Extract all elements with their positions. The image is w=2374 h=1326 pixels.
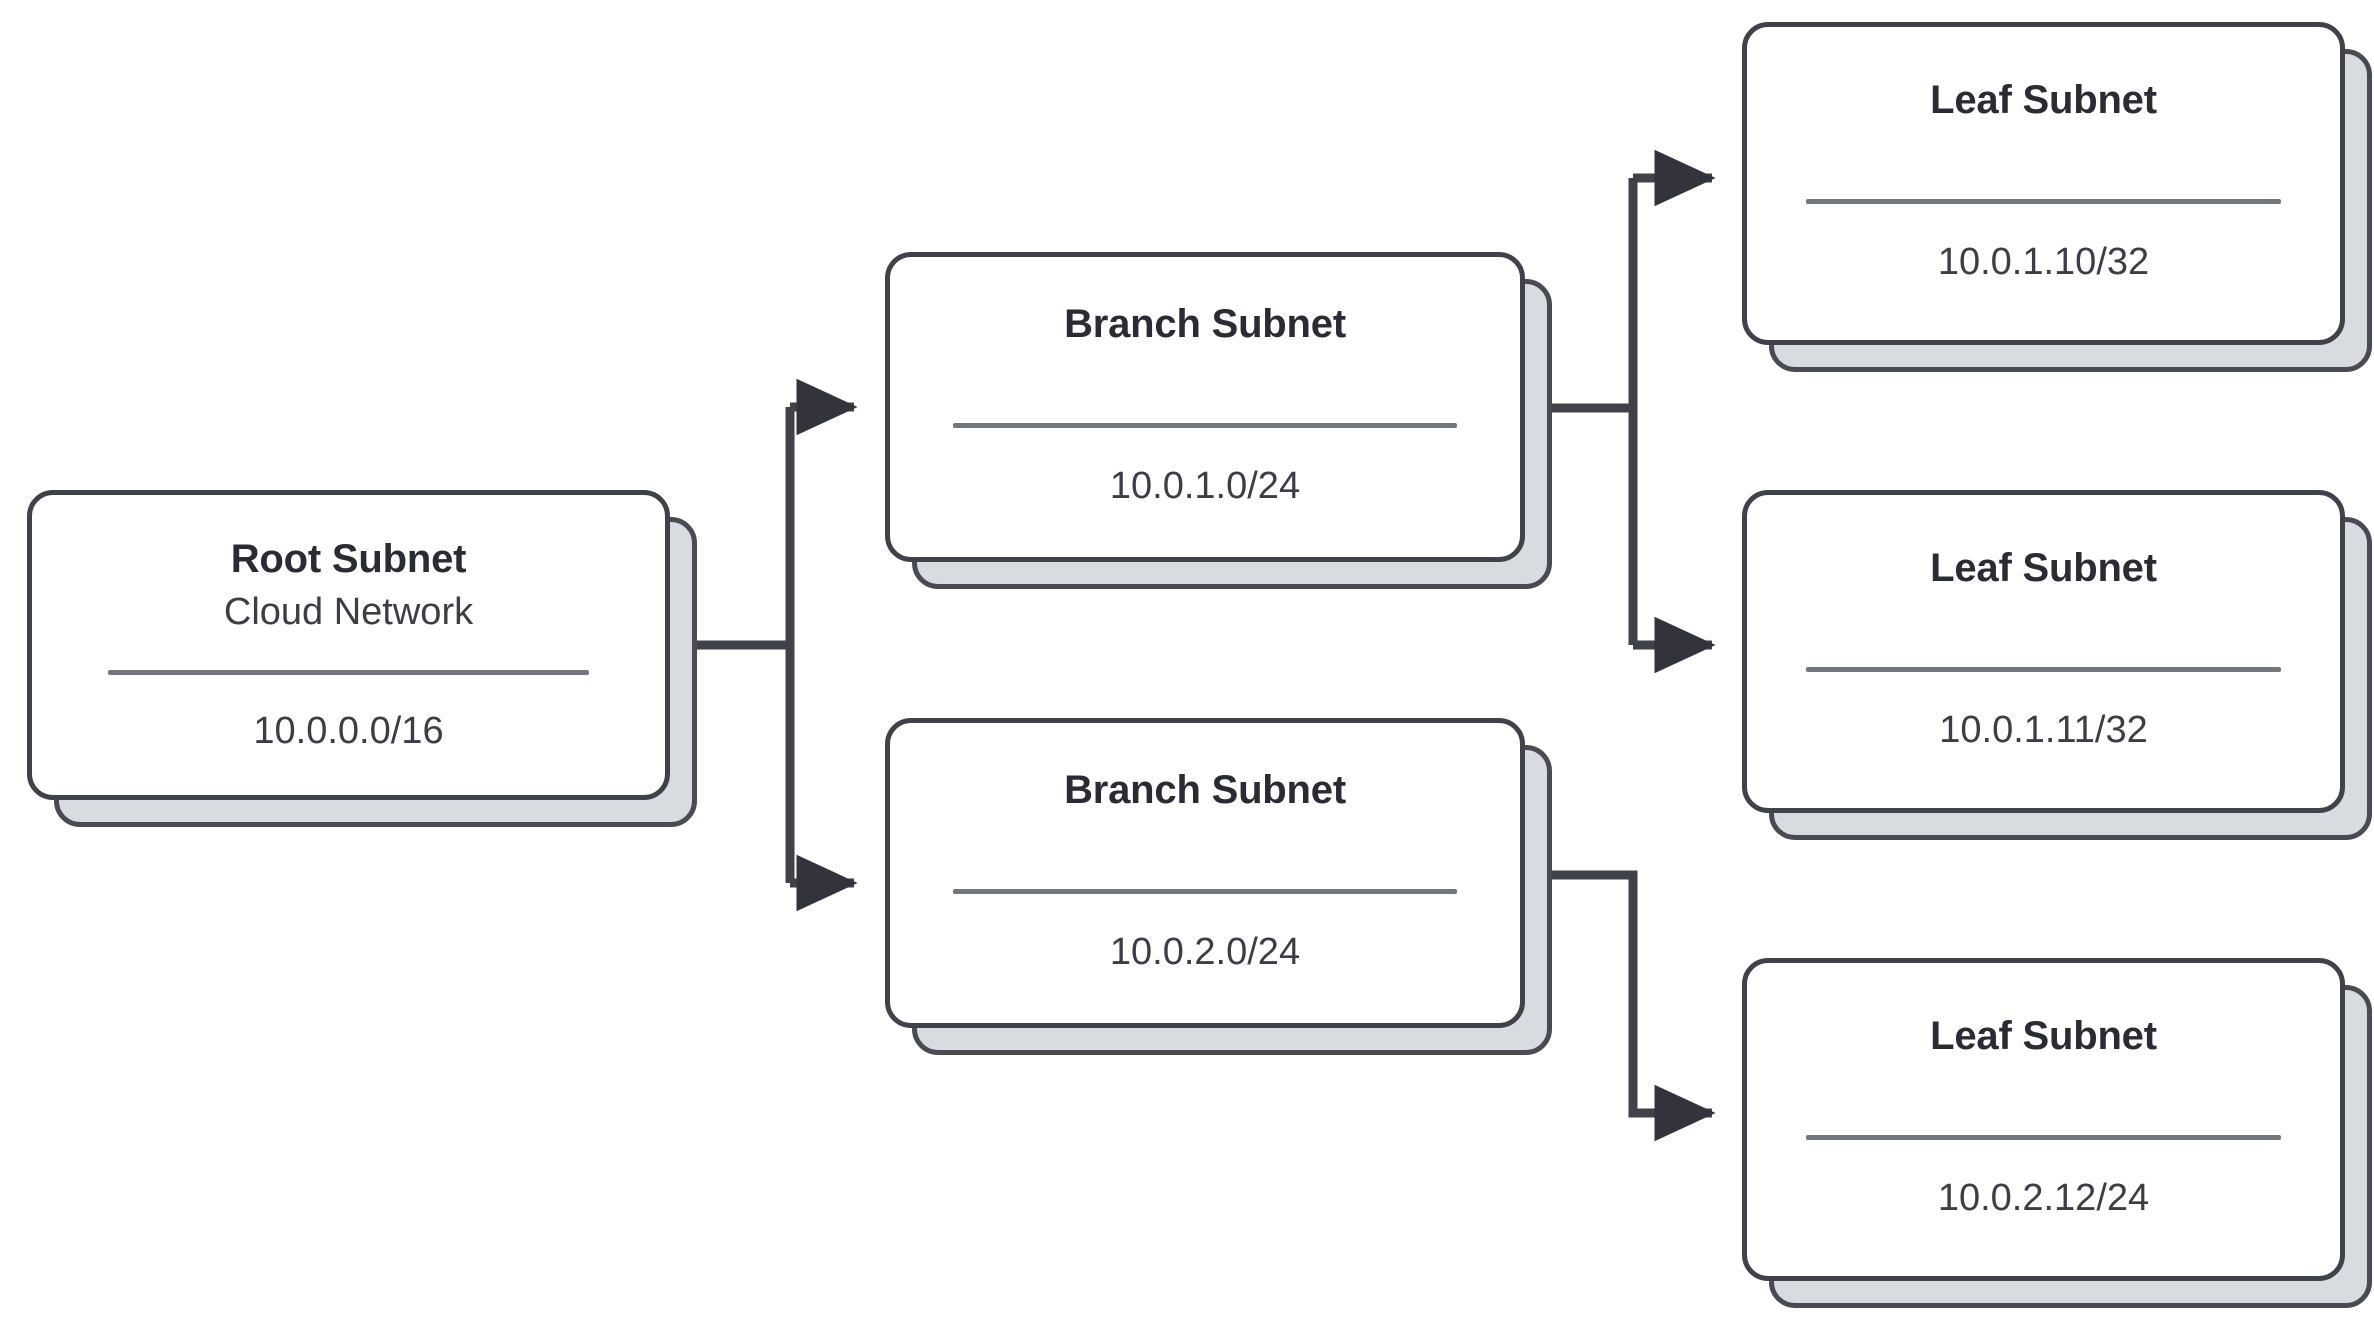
node-branch-subnet-2[interactable]: Branch Subnet 10.0.2.0/24 bbox=[885, 718, 1552, 1055]
node-cidr: 10.0.1.0/24 bbox=[1109, 464, 1301, 507]
node-leaf-subnet-1[interactable]: Leaf Subnet 10.0.1.10/32 bbox=[1742, 22, 2372, 372]
node-cidr: 10.0.0.0/16 bbox=[253, 709, 444, 752]
node-divider bbox=[1806, 1135, 2281, 1141]
card-face: Leaf Subnet 10.0.1.11/32 bbox=[1742, 490, 2345, 813]
node-divider bbox=[953, 888, 1457, 894]
node-title: Root Subnet bbox=[230, 536, 467, 581]
node-divider bbox=[953, 422, 1457, 428]
node-cidr: 10.0.1.11/32 bbox=[1939, 709, 2148, 752]
node-subtitle: Cloud Network bbox=[223, 590, 474, 633]
node-title: Leaf Subnet bbox=[1930, 546, 2157, 591]
node-title: Branch Subnet bbox=[1064, 301, 1346, 346]
card-face: Leaf Subnet 10.0.1.10/32 bbox=[1742, 22, 2345, 345]
node-title: Leaf Subnet bbox=[1930, 1014, 2157, 1059]
card-face: Leaf Subnet 10.0.2.12/24 bbox=[1742, 958, 2345, 1281]
node-cidr: 10.0.1.10/32 bbox=[1937, 241, 2150, 284]
node-title: Leaf Subnet bbox=[1930, 78, 2157, 123]
node-cidr: 10.0.2.12/24 bbox=[1937, 1177, 2150, 1220]
node-branch-subnet-1[interactable]: Branch Subnet 10.0.1.0/24 bbox=[885, 252, 1552, 589]
node-divider bbox=[1806, 199, 2281, 205]
node-cidr: 10.0.2.0/24 bbox=[1109, 930, 1301, 973]
node-leaf-subnet-2[interactable]: Leaf Subnet 10.0.1.11/32 bbox=[1742, 490, 2372, 840]
card-face: Branch Subnet 10.0.1.0/24 bbox=[885, 252, 1525, 562]
node-divider bbox=[107, 669, 590, 675]
node-leaf-subnet-3[interactable]: Leaf Subnet 10.0.2.12/24 bbox=[1742, 958, 2372, 1308]
node-divider bbox=[1806, 667, 2281, 673]
edge-branch-2-to-leaf-3 bbox=[1528, 870, 1716, 1142]
card-face: Branch Subnet 10.0.2.0/24 bbox=[885, 718, 1525, 1028]
node-title: Branch Subnet bbox=[1064, 767, 1346, 812]
node-root-subnet[interactable]: Root Subnet Cloud Network 10.0.0.0/16 bbox=[27, 490, 697, 827]
card-face: Root Subnet Cloud Network 10.0.0.0/16 bbox=[27, 490, 670, 800]
